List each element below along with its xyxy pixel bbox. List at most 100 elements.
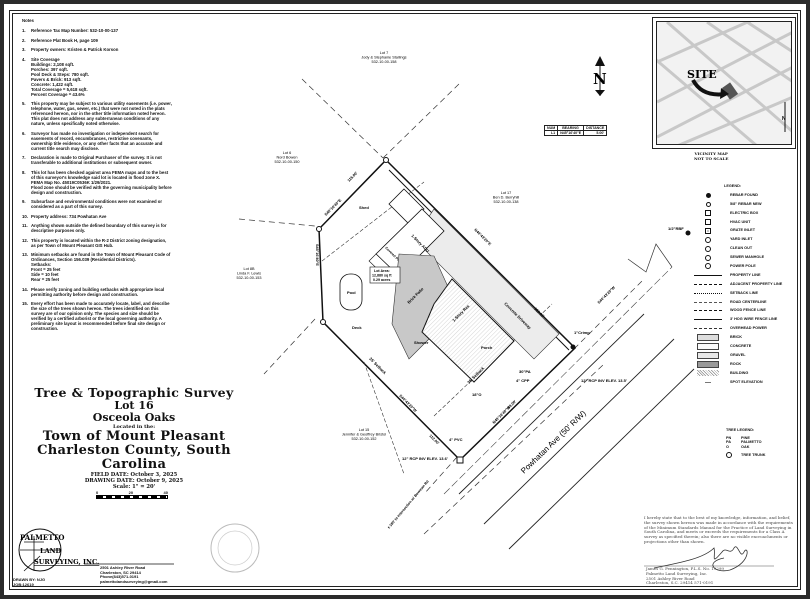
field-date: FIELD DATE: October 3, 2025 bbox=[90, 472, 178, 478]
note-number: 2. bbox=[22, 37, 26, 43]
tree-legend-item: PN PINE bbox=[726, 436, 765, 441]
note-text: Site Coverage Buildings: 2,108 sqft. Por… bbox=[31, 56, 90, 97]
legend-label: CONCRETE bbox=[730, 344, 752, 349]
north-arrow: N bbox=[593, 56, 607, 96]
note-item: 13.Minimum setbacks are found in the Tow… bbox=[22, 252, 172, 282]
legend-label: WOOD FENCE LINE bbox=[730, 308, 766, 313]
vicinity-caption: VICINITY MAP NOT TO SCALE bbox=[694, 151, 728, 161]
legend-item: SPOT ELEVATION bbox=[705, 378, 782, 387]
plat-drawing: N 1/2"RBF Concrete Driveway 1-Story ADU … bbox=[237, 51, 695, 550]
survey-title: Tree & Topographic Survey bbox=[34, 385, 234, 400]
address-line: 2501 Ashley River Road bbox=[100, 565, 146, 570]
note-text: Minimum setbacks are found in the Town o… bbox=[31, 252, 171, 282]
legend-symbol-icon bbox=[692, 381, 724, 383]
note-text: This property is located within the R-2 … bbox=[31, 237, 167, 248]
lot-label: Lot 17 bbox=[501, 191, 512, 195]
vicinity-map: SITE N bbox=[652, 17, 796, 149]
note-text: This lot has been checked against area F… bbox=[31, 169, 172, 195]
lot-number: Lot 16 bbox=[114, 399, 154, 412]
pool-label: Pool bbox=[347, 290, 356, 295]
note-number: 13. bbox=[22, 252, 28, 257]
lot-tms: 532-10-00-152 bbox=[352, 437, 377, 441]
note-text: Surveyor has made no investigation or in… bbox=[31, 130, 163, 151]
distance-label: 115.00' bbox=[347, 171, 359, 183]
lot-tms: 532-10-00-153 bbox=[237, 276, 262, 280]
legend-symbol-icon bbox=[692, 283, 724, 285]
legend-item: POWER POLE bbox=[705, 262, 782, 271]
lot-owner: Nord Bowen bbox=[277, 156, 298, 160]
note-number: 6. bbox=[22, 130, 26, 136]
job-number: JOB:12619 bbox=[13, 581, 34, 587]
lot-area-box bbox=[369, 266, 401, 284]
legend-label: BUILDING bbox=[730, 370, 749, 375]
note-text: Reference Plat Book H, page 109 bbox=[31, 37, 98, 43]
note-number: 14. bbox=[22, 286, 28, 292]
surveyor-signature bbox=[644, 546, 774, 572]
tree-label: 18"O bbox=[472, 392, 481, 397]
legend-item: SEWER MANHOLE bbox=[705, 253, 782, 262]
tree-species: PINE bbox=[741, 435, 750, 440]
scale: Scale: 1" = 20' bbox=[112, 484, 156, 490]
legend-item: REBAR FOUND bbox=[705, 191, 782, 200]
road-lines bbox=[458, 313, 695, 550]
legend-item: BRICK bbox=[697, 333, 782, 342]
tree-code: PN bbox=[726, 435, 732, 440]
note-item: 7.Declaration is made to Original Purcha… bbox=[22, 155, 172, 165]
legend-label: PROPERTY LINE bbox=[730, 272, 761, 277]
legend-symbol-icon bbox=[692, 360, 724, 368]
legend-symbol-icon bbox=[692, 227, 724, 234]
note-item: 14.Please verify zoning and building set… bbox=[22, 287, 172, 297]
legend-item: BUILDING bbox=[697, 369, 782, 378]
lot-owner: Linda F. Lewis bbox=[237, 272, 261, 276]
notes-panel: Notes 1.Reference Tax Map Number: 532-10… bbox=[22, 18, 172, 336]
legend-label: SPOT ELEVATION bbox=[730, 379, 763, 384]
vicinity-caption-2: NOT TO SCALE bbox=[694, 156, 729, 161]
note-item: 8.This lot has been checked against area… bbox=[22, 170, 172, 195]
tree-legend-heading: TREE LEGEND: bbox=[726, 428, 755, 432]
note-item: 1.Reference Tax Map Number: 532-10-00-13… bbox=[22, 28, 172, 33]
shed-label: Shed bbox=[359, 205, 369, 210]
street-label: Powhatan Ave (50' R/W) bbox=[519, 408, 588, 475]
legend-label: GRATE INLET bbox=[730, 228, 756, 233]
note-number: 3. bbox=[22, 47, 26, 52]
legend-symbol-icon bbox=[692, 292, 724, 294]
note-number: 1. bbox=[22, 28, 26, 33]
note-text: Subsurface and environmental conditions … bbox=[31, 199, 163, 209]
note-number: 5. bbox=[22, 101, 26, 106]
pvc-label: 4" PVC bbox=[449, 437, 463, 442]
surveyor-address: 2501 Ashley River Road bbox=[646, 575, 695, 581]
town: Town of Mount Pleasant bbox=[42, 429, 226, 444]
legend-label: YARD INLET bbox=[730, 237, 753, 242]
legend-item: GRAVEL bbox=[697, 351, 782, 360]
legend-symbol-icon bbox=[692, 328, 724, 330]
lot-tms: 532-10-00-158 bbox=[372, 60, 397, 64]
legend-label: OVERHEAD POWER bbox=[730, 326, 767, 331]
rear-setback-label: 25' Setback bbox=[368, 356, 388, 376]
note-number: 9. bbox=[22, 199, 26, 204]
note-number: 11. bbox=[22, 223, 28, 228]
county-state: Charleston County, South Carolina bbox=[37, 443, 231, 472]
building-hatch bbox=[422, 279, 514, 382]
lot-label: Lot 8B bbox=[244, 267, 255, 271]
sheet-frame bbox=[9, 10, 801, 590]
legend-item: PROPERTY LINE bbox=[694, 271, 782, 280]
email: palmettolandsurveying@gmail.com bbox=[100, 578, 168, 584]
legend-label: POWER POLE bbox=[730, 264, 756, 269]
legend-label: GRAVEL bbox=[730, 352, 746, 357]
legend-label: SEWER MANHOLE bbox=[730, 255, 765, 260]
note-item: 15.Every effort has been made to accurat… bbox=[22, 301, 172, 331]
lot-label: Lot 6 bbox=[283, 151, 291, 155]
legend-item: CONCRETE bbox=[697, 342, 782, 351]
crimp-label: 1"Crimp bbox=[574, 330, 590, 335]
tree-species: OAK bbox=[741, 444, 750, 449]
intersection-label: ± 185' to intersection w/ Bowman Rd bbox=[387, 479, 430, 529]
legend-symbol-icon bbox=[692, 245, 724, 252]
located-in: Located in the: bbox=[112, 424, 156, 430]
vicinity-caption-1: VICINITY MAP bbox=[694, 151, 728, 156]
shower-label: Shower bbox=[414, 340, 429, 345]
